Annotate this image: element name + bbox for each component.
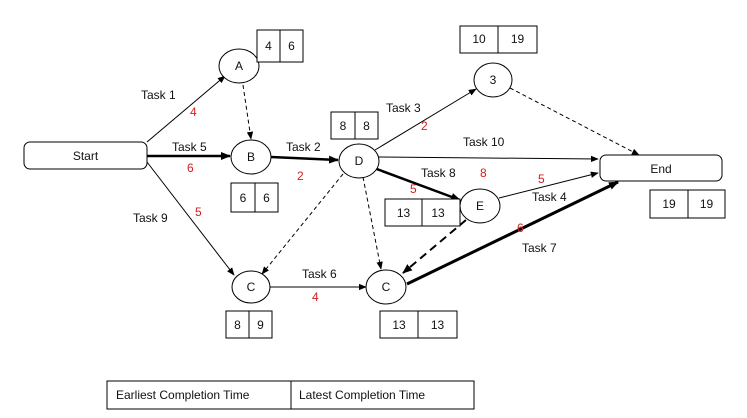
task10-label: Task 10	[463, 135, 505, 149]
time-box-e-latest: 13	[431, 206, 445, 220]
node-d: D	[338, 143, 380, 179]
edges	[146, 75, 640, 291]
time-box-a	[256, 29, 304, 63]
node-c-right: C	[365, 269, 407, 305]
time-box-3-earliest: 10	[472, 32, 486, 46]
task6-label: Task 6	[302, 267, 337, 281]
time-box-end	[649, 189, 726, 219]
task10-duration: 8	[480, 166, 487, 180]
task8-label: Task 8	[421, 166, 456, 180]
node-3-label: 3	[490, 73, 497, 87]
task2-duration: 2	[297, 169, 304, 183]
time-box-c-right	[379, 310, 458, 339]
task9-label: Task 9	[133, 211, 168, 225]
task3-duration: 2	[421, 119, 428, 133]
time-box-3-latest: 19	[511, 32, 525, 46]
time-box-3	[459, 25, 538, 54]
time-box-c-right-latest: 13	[431, 318, 445, 332]
time-box-c-left	[225, 310, 273, 339]
edge-d-cright-dummy	[362, 176, 383, 270]
time-box-d-earliest: 8	[340, 119, 347, 133]
task1-label: Task 1	[141, 88, 176, 102]
task3-label: Task 3	[386, 101, 421, 115]
node-a-label: A	[235, 59, 243, 73]
node-start-label: Start	[73, 149, 99, 163]
edge-e-cright-dummy	[402, 219, 467, 274]
time-box-c-left-latest: 9	[257, 318, 264, 332]
task4-duration: 5	[538, 172, 545, 186]
edge-task1	[146, 75, 226, 143]
edge-d-cleft-dummy	[261, 173, 344, 275]
time-box-b-latest: 6	[263, 191, 270, 205]
task5-duration: 6	[187, 161, 194, 175]
task9-duration: 5	[195, 205, 202, 219]
task6-duration: 4	[312, 290, 319, 304]
time-box-d	[330, 111, 379, 140]
edge-task10	[377, 155, 599, 163]
node-end-label: End	[650, 162, 671, 176]
node-end: End	[599, 154, 723, 182]
node-start: Start	[23, 141, 148, 170]
node-c-left-label: C	[247, 280, 256, 294]
time-box-c-left-earliest: 8	[234, 318, 241, 332]
edge-task3	[374, 88, 477, 151]
edge-task2	[270, 155, 339, 164]
node-e: E	[459, 188, 501, 224]
node-d-label: D	[355, 154, 364, 168]
time-box-a-earliest: 4	[265, 39, 272, 53]
time-box-d-latest: 8	[363, 119, 370, 133]
task4-label: Task 4	[532, 190, 567, 204]
task7-label: Task 7	[522, 241, 557, 255]
node-c-right-label: C	[382, 280, 391, 294]
node-c-left: C	[231, 270, 271, 304]
time-box-b	[230, 182, 279, 213]
node-e-label: E	[476, 199, 484, 213]
edge-3-end-dummy	[509, 87, 640, 156]
task1-duration: 4	[190, 105, 197, 119]
legend-latest-label: Latest Completion Time	[299, 388, 425, 402]
time-box-b-earliest: 6	[240, 191, 247, 205]
edge-a-b-dummy	[242, 84, 254, 140]
time-box-e-earliest: 13	[397, 206, 411, 220]
legend	[106, 380, 475, 410]
legend-earliest-label: Earliest Completion Time	[116, 388, 250, 402]
time-box-end-earliest: 19	[662, 197, 676, 211]
time-box-e	[384, 198, 461, 227]
time-box-a-latest: 6	[288, 39, 295, 53]
task7-duration: 6	[517, 221, 524, 235]
node-a: A	[218, 48, 260, 84]
node-3: 3	[473, 62, 513, 98]
edge-task9	[146, 161, 235, 276]
time-box-c-right-earliest: 13	[392, 318, 406, 332]
edge-task7	[406, 180, 619, 286]
task8-duration: 5	[410, 182, 417, 196]
task5-label: Task 5	[172, 140, 207, 154]
node-b-label: B	[247, 150, 255, 164]
task2-label: Task 2	[286, 140, 321, 154]
time-box-end-latest: 19	[700, 197, 714, 211]
node-b: B	[230, 139, 272, 175]
edge-task8	[373, 166, 461, 202]
edge-task4	[498, 171, 599, 199]
